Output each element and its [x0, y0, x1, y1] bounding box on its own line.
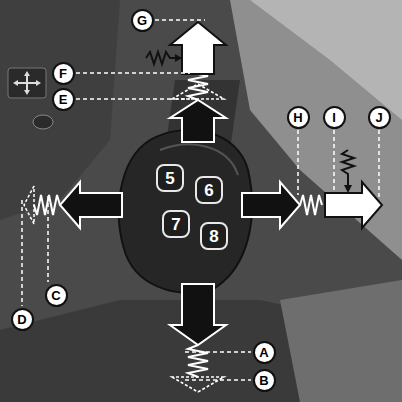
button-number: 5 [165, 170, 174, 187]
callout-letter: H [293, 111, 302, 124]
callout-letter: D [17, 313, 26, 326]
button-number: 8 [209, 228, 218, 245]
callout-letter: I [332, 111, 336, 124]
button-number: 6 [204, 182, 213, 199]
callout-circle: J [368, 106, 391, 129]
callout-circle: A [253, 341, 276, 364]
callout-letter: B [259, 374, 268, 387]
callout-circle: B [253, 369, 276, 392]
callout-circle: D [11, 308, 34, 331]
joystick-button: 6 [195, 176, 223, 204]
callout-circle: C [45, 284, 68, 307]
joystick-button: 5 [156, 164, 184, 192]
callout-letter: E [59, 93, 68, 106]
button-number: 7 [171, 216, 180, 233]
callout-circle: G [131, 9, 154, 32]
callout-letter: C [51, 289, 60, 302]
callout-circle: H [287, 106, 310, 129]
callout-circle: E [52, 88, 75, 111]
callout-circle: I [323, 106, 346, 129]
callout-letter: F [59, 67, 67, 80]
joystick-button: 7 [162, 210, 190, 238]
callout-circle: F [52, 62, 75, 85]
callout-letter: G [137, 14, 147, 27]
callout-letter: J [375, 111, 382, 124]
callout-letter: A [259, 346, 268, 359]
joystick-button: 8 [200, 222, 228, 250]
